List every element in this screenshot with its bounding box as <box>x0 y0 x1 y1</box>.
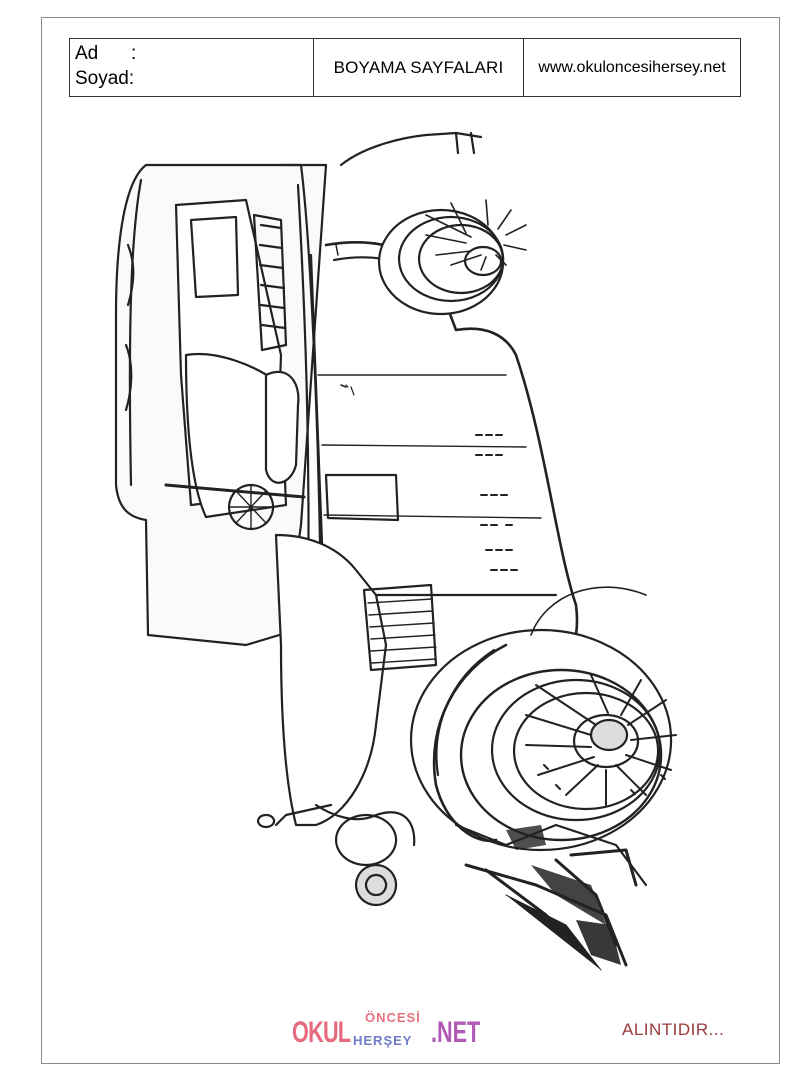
page-border <box>41 17 780 1064</box>
page-title: BOYAMA SAYFALARI <box>314 39 524 96</box>
logo-oncesi-text: ÖNCESİ <box>365 1010 421 1025</box>
name-colon: : <box>131 43 137 64</box>
logo-hersey-text: HERŞEY <box>353 1033 413 1048</box>
logo-middle: ÖNCESİ HERŞEY <box>353 1010 435 1050</box>
website-url: www.okuloncesihersey.net <box>538 58 726 76</box>
site-logo: OKUL ÖNCESİ HERŞEY .NET <box>292 1010 499 1050</box>
logo-net-text: .NET <box>431 1016 481 1049</box>
credit-text: ALINTIDIR... <box>622 1020 725 1039</box>
name-cell: Ad : Soyad: <box>70 39 314 96</box>
header-table: Ad : Soyad: BOYAMA SAYFALARI www.okulonc… <box>69 38 741 97</box>
name-label: Ad <box>75 43 99 64</box>
vintage-car-outline-icon <box>114 131 677 971</box>
surname-label: Soyad: <box>75 68 135 89</box>
logo-okul-text: OKUL <box>292 1016 351 1049</box>
